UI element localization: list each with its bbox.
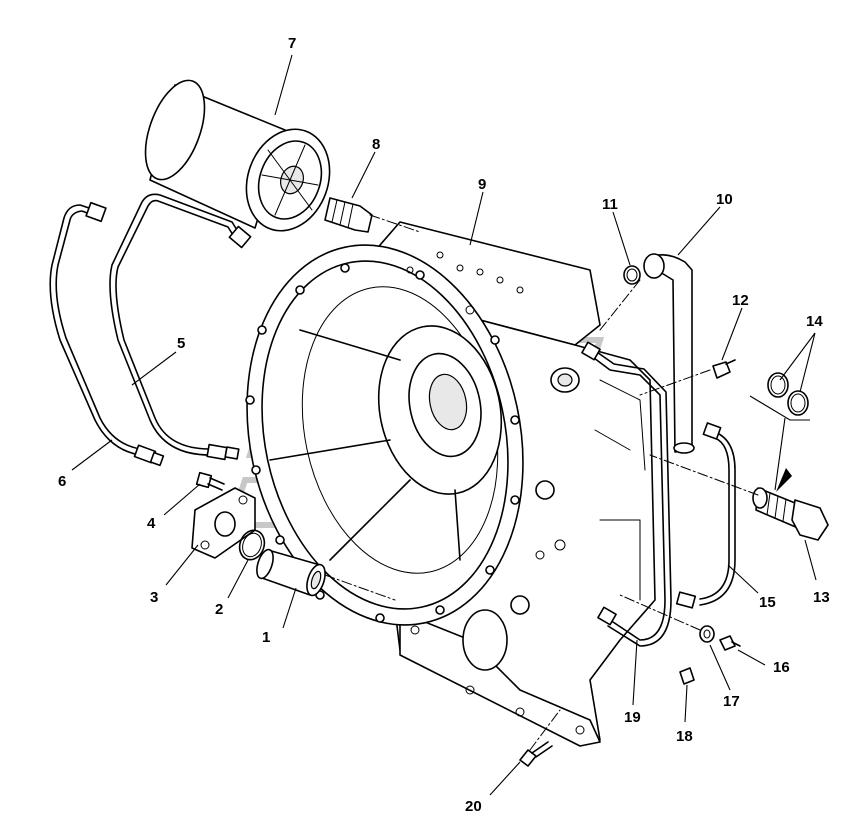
callout-1: 1 [262, 629, 270, 646]
callout-3: 3 [150, 589, 158, 606]
callout-2: 2 [215, 601, 223, 618]
callout-19: 19 [624, 709, 641, 726]
bolt-20 [519, 741, 553, 767]
assembly-lines [324, 214, 759, 751]
callout-10: 10 [716, 191, 733, 208]
oil-pipe-19 [581, 341, 672, 647]
callout-11: 11 [602, 196, 618, 213]
washer-17 [699, 625, 715, 643]
callout-15: 15 [759, 594, 776, 611]
oil-filter [144, 79, 331, 232]
callout-7: 7 [288, 35, 296, 52]
plug-18 [679, 667, 695, 685]
callout-17: 17 [723, 693, 740, 710]
plug-13 [752, 487, 829, 541]
callout-16: 16 [773, 659, 790, 676]
callout-6: 6 [58, 473, 66, 490]
oil-pipe-15 [675, 422, 736, 609]
oil-pipe-6 [49, 201, 165, 467]
arrow-head [776, 468, 792, 492]
o-ring-11 [623, 265, 641, 285]
sleeve-1 [256, 548, 326, 597]
callouts: 1 2 3 4 5 6 7 8 9 10 11 12 13 14 15 16 1… [58, 35, 830, 815]
bolt-4 [195, 471, 225, 491]
callout-20: 20 [465, 798, 482, 815]
callout-8: 8 [372, 136, 380, 153]
filter-adapter [324, 197, 373, 233]
callout-9: 9 [478, 176, 486, 193]
cover-plate [191, 487, 256, 559]
o-rings-14 [767, 372, 809, 416]
callout-12: 12 [732, 292, 749, 309]
callout-18: 18 [676, 728, 693, 745]
suction-tube [643, 253, 695, 454]
callout-5: 5 [177, 335, 185, 352]
leader-lines [71, 54, 817, 796]
oil-pipe-5 [109, 193, 252, 461]
callout-13: 13 [813, 589, 830, 606]
callout-14: 14 [806, 313, 823, 330]
plug-16 [719, 635, 741, 651]
bolt-12 [712, 359, 736, 379]
transmission-housing [245, 221, 656, 747]
o-ring-2 [238, 529, 266, 561]
callout-4: 4 [147, 515, 156, 532]
